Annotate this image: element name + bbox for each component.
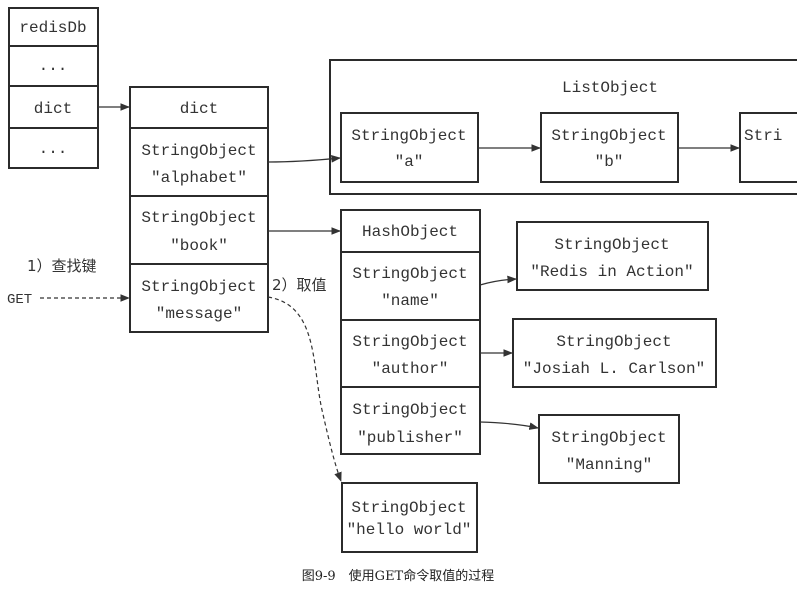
step-2-label: 2）取值 [272,276,327,294]
message-value-object: StringObject "hello world" [341,482,478,553]
dict-entry-message-value: "message" [156,305,242,323]
list-item-b [540,112,679,183]
message-value-type: StringObject [351,499,466,517]
hash-field-author-type: StringObject [352,333,467,351]
get-command-label: GET [7,292,32,308]
hash-field-name-type: StringObject [352,265,467,283]
hash-value-redis-in-action-box [516,221,709,291]
hash-value-manning-type: StringObject [551,429,666,447]
message-value-box [341,482,478,553]
list-item-b-value: "b" [595,153,624,171]
hash-field-publisher-value: "publisher" [357,429,463,447]
list-object-title: ListObject [562,79,658,97]
dict-entry-book-value: "book" [170,237,228,255]
redisdb-title: redisDb [19,19,86,37]
arrow-fetch-value [267,296,342,482]
message-value-text: "hello world" [347,521,472,539]
dict-entry-message-type: StringObject [141,278,256,296]
dict-entry-book-type: StringObject [141,209,256,227]
list-item-b-type: StringObject [551,127,666,145]
redisdb-row-3 [8,127,99,169]
hash-field-name-value: "name" [381,292,439,310]
redisdb-row-1-label: ... [39,57,68,75]
arrow-alphabet-to-list [267,155,341,163]
hash-value-redis-in-action: StringObject "Redis in Action" [516,221,709,291]
hash-object: HashObject StringObject "name" StringObj… [340,209,481,455]
dict-entry-alphabet-value: "alphabet" [151,169,247,187]
hash-value-redis-in-action-type: StringObject [554,236,669,254]
hash-value-josiah-type: StringObject [556,333,671,351]
hash-value-manning-box [538,414,680,484]
hash-header-cell [340,209,481,253]
redisdb-row-dict-label: dict [34,100,72,118]
list-item-c-type: Stri [744,127,782,145]
hash-value-josiah-box [512,318,717,388]
list-object: ListObject StringObject "a" StringObject… [329,59,797,195]
hash-field-publisher-type: StringObject [352,401,467,419]
dict-header: dict [180,100,218,118]
hash-header: HashObject [362,223,458,241]
arrow-name-to-value [479,275,517,286]
list-item-a-type: StringObject [351,127,466,145]
hash-value-manning-value: "Manning" [566,456,652,474]
hash-value-josiah-value: "Josiah L. Carlson" [523,360,705,378]
dict-table: dict StringObject "alphabet" StringObjec… [129,86,269,333]
dict-entry-message [129,263,269,333]
list-item-c [739,112,797,183]
redisdb-row-3-label: ... [39,140,68,158]
list-item-a [340,112,479,183]
hash-field-publisher [340,386,481,455]
arrow-publisher-to-value [479,421,539,430]
dict-entry-alphabet-type: StringObject [141,142,256,160]
hash-value-manning: StringObject "Manning" [538,414,680,484]
figure-caption: 图9-9 使用GET命令取值的过程 [302,568,494,584]
step-1-label: 1）查找键 [27,257,97,275]
hash-field-author-value: "author" [372,360,449,378]
redisdb-title-cell [8,7,99,47]
hash-value-redis-in-action-value: "Redis in Action" [530,263,693,281]
hash-value-josiah: StringObject "Josiah L. Carlson" [512,318,717,388]
dict-entry-alphabet [129,127,269,197]
redisdb-table: redisDb ... dict ... [8,7,99,169]
list-item-a-value: "a" [395,153,424,171]
